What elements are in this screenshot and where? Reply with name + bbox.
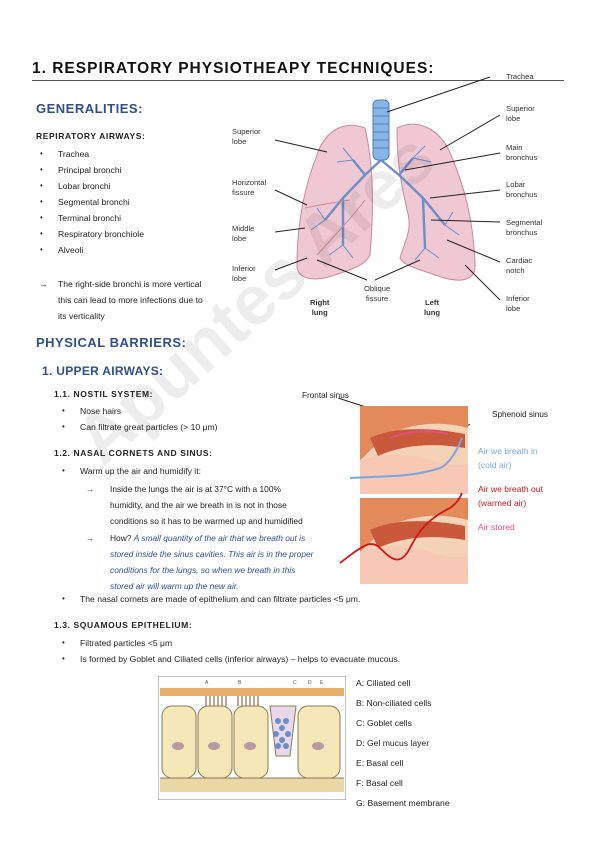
arrow-icon: → [39, 279, 48, 289]
legend-item: C: Goblet cells [356, 718, 412, 728]
legend-item: B: Non-ciliated cells [356, 698, 432, 708]
list-item: Can filtrate great particles (> 10 μm) [58, 419, 218, 435]
sinus-panel-top [349, 406, 468, 494]
list-item: Trachea [36, 146, 144, 162]
label-air-in: Air we breath in(cold air) [478, 446, 538, 470]
generalities-heading: GENERALITIES: [36, 101, 143, 116]
cornets-list-1: Warm up the air and humidify it: [58, 463, 201, 479]
trachea-shape [372, 99, 390, 161]
legend-item: A: Ciliated cell [356, 678, 411, 688]
list-item: The nasal cornets are made of epithelium… [58, 591, 360, 607]
cornets-explanation: →Inside the lungs the air is at 37°C wit… [80, 481, 320, 594]
page-title: 1. RESPIRATORY PHYSIOTHEAPY TECHNIQUES: [32, 60, 435, 77]
legend-item: G: Basement membrane [356, 798, 450, 808]
squamous-heading: 1.3. SQUAMOUS EPITHELIUM: [54, 620, 193, 630]
arrow-icon: → [86, 532, 95, 543]
list-item: Respiratory bronchiole [36, 226, 144, 242]
title-underline [32, 80, 564, 81]
legend-item: E: Basal cell [356, 758, 404, 768]
nostril-heading: 1.1. NOSTIL SYSTEM: [54, 389, 154, 399]
label-frontal-sinus: Frontal sinus [302, 391, 349, 400]
squamous-list: Filtrated particles <5 μm Is formed by G… [58, 635, 400, 667]
label-trachea: Trachea [506, 72, 534, 81]
arrow-icon: → [86, 484, 95, 494]
label-air-out: Air we breath out(warmed air) [478, 484, 543, 508]
lungs-diagram [274, 76, 501, 301]
upper-airways-heading: 1. UPPER AIRWAYS: [42, 364, 164, 378]
airways-list: Trachea Principal bronchi Lobar bronchi … [36, 146, 144, 258]
list-item: Nose hairs [58, 403, 218, 419]
list-item: Filtrated particles <5 μm [58, 635, 400, 651]
svg-text:B: B [238, 680, 242, 686]
list-item: Principal bronchi [36, 162, 144, 178]
list-item: Is formed by Goblet and Ciliated cells (… [58, 651, 400, 667]
sinus-panel-bottom [339, 492, 468, 584]
cell-legend: A: Ciliated cell B: Non-ciliated cells C… [356, 673, 450, 813]
physical-barriers-heading: PHYSICAL BARRIERS: [36, 335, 187, 350]
left-lung-shape [396, 123, 476, 281]
legend-item: D: Gel mucus layer [356, 738, 430, 748]
sinus-diagram [337, 398, 470, 584]
airways-heading: REPIRATORY AIRWAYS: [36, 131, 146, 141]
cornets-list-2: The nasal cornets are made of epithelium… [58, 591, 360, 607]
legend-item: F: Basal cell [356, 778, 403, 788]
nostril-list: Nose hairs Can filtrate great particles … [58, 403, 218, 435]
list-item: Lobar bronchi [36, 178, 144, 194]
list-item: Terminal bronchi [36, 210, 144, 226]
epithelium-diagram: A B C D E [158, 676, 346, 800]
list-item: Warm up the air and humidify it: [58, 463, 201, 479]
cornets-heading: 1.2. NASAL CORNETS AND SINUS: [54, 448, 213, 458]
list-item: Segmental bronchi [36, 194, 144, 210]
svg-text:D: D [308, 680, 312, 686]
bronchi-tree [324, 157, 446, 249]
svg-text:E: E [320, 680, 324, 686]
label-air-stored: Air stored [478, 522, 515, 532]
verticality-note: →The right-side bronchi is more vertical… [36, 276, 226, 324]
svg-text:A: A [205, 680, 209, 686]
list-item: Alveoli [36, 242, 144, 258]
svg-text:C: C [293, 680, 297, 686]
label-sphenoid-sinus: Sphenoid sinus [492, 410, 548, 419]
